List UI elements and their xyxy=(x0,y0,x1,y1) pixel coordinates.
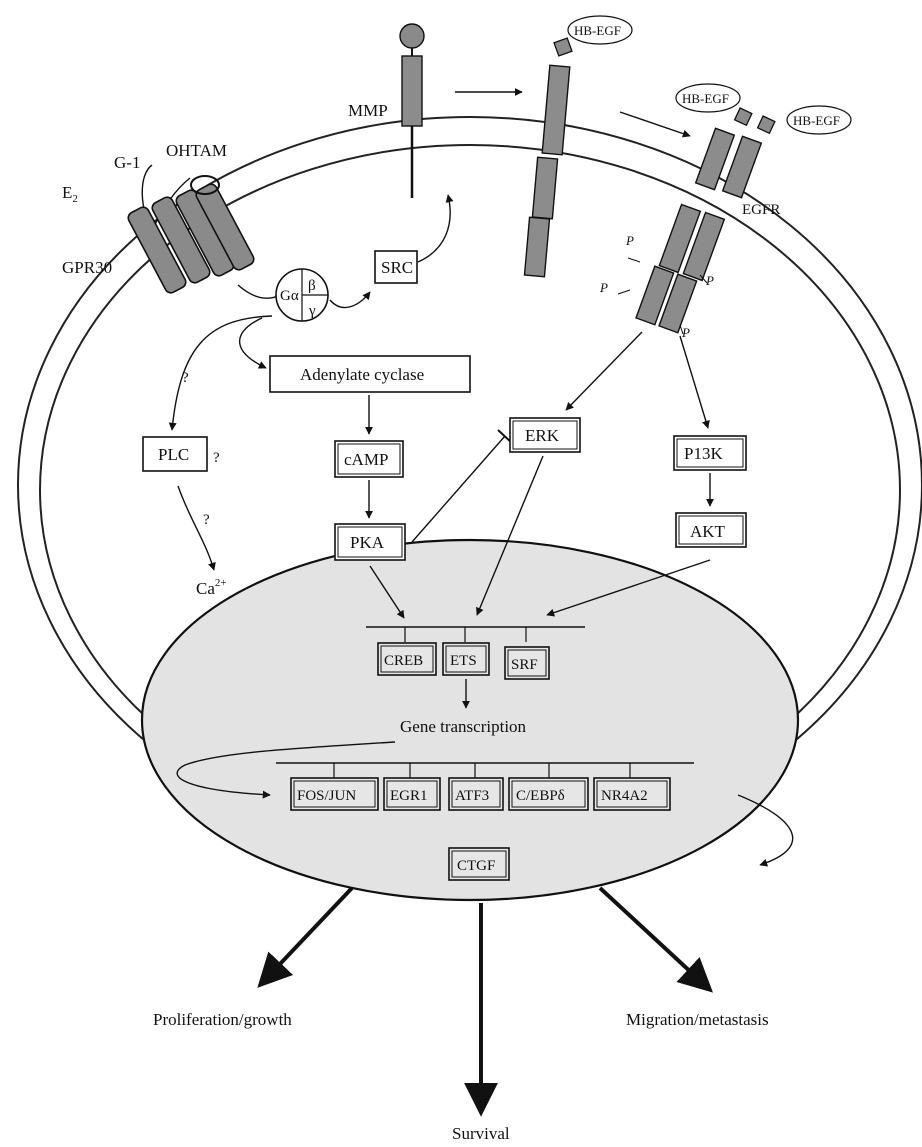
arrow-to-proliferation xyxy=(262,888,352,983)
migration-label: Migration/metastasis xyxy=(626,1010,769,1029)
arrow-hbegf-to-egfr xyxy=(620,112,690,136)
g-alpha-label: Gα xyxy=(280,288,299,304)
survival-label: Survival xyxy=(452,1124,510,1143)
pka-label: PKA xyxy=(350,533,385,552)
adenylate-cyclase-label: Adenylate cyclase xyxy=(300,365,424,384)
hb-egf-label-1: HB-EGF xyxy=(574,23,621,38)
gpr30-label: GPR30 xyxy=(62,258,112,277)
hb-egf-label-2: HB-EGF xyxy=(682,91,729,106)
pro-hb-egf xyxy=(525,38,572,277)
phospho-label-4: P xyxy=(681,325,690,340)
arrow-src-to-mmp xyxy=(418,195,450,262)
arrow-gprotein-to-ac xyxy=(240,318,266,368)
hb-egf-label-3: HB-EGF xyxy=(793,113,840,128)
creb-label: CREB xyxy=(384,653,423,669)
gene-transcription-label: Gene transcription xyxy=(400,717,527,736)
e2-label: E2 xyxy=(62,183,78,205)
plc-label: PLC xyxy=(158,445,189,464)
akt-label: AKT xyxy=(690,522,726,541)
arrow-to-migration xyxy=(600,888,708,988)
egr1-label: EGR1 xyxy=(390,788,428,804)
ohtam-label: OHTAM xyxy=(166,141,227,160)
proliferation-label: Proliferation/growth xyxy=(153,1010,292,1029)
plc-question-2: ? xyxy=(213,450,220,466)
arrow-plc-to-ca xyxy=(178,486,214,570)
inhibition-pka-to-erk xyxy=(412,436,505,542)
phospho-label-3: P xyxy=(705,273,714,288)
arrow-egfr-to-pi3k xyxy=(680,336,708,428)
gamma-label: γ xyxy=(308,303,316,319)
calcium-label: Ca2+ xyxy=(196,577,227,598)
ctgf-label: CTGF xyxy=(457,858,495,874)
egfr-dimer xyxy=(618,108,775,334)
plc-question-1: ? xyxy=(182,370,189,386)
arrow-gprotein-to-src xyxy=(330,292,370,308)
src-label: SRC xyxy=(381,258,413,277)
pi3k-label: P13K xyxy=(684,444,723,463)
fosjun-label: FOS/JUN xyxy=(297,788,356,804)
arrow-egfr-to-erk xyxy=(566,332,642,410)
ets-label: ETS xyxy=(450,653,477,669)
mmp-label: MMP xyxy=(348,101,388,120)
g1-label: G-1 xyxy=(114,153,140,172)
egfr-label: EGFR xyxy=(742,202,780,218)
camp-label: cAMP xyxy=(344,450,388,469)
srf-label: SRF xyxy=(511,657,538,673)
atf3-label: ATF3 xyxy=(455,788,489,804)
mmp-protein xyxy=(400,24,424,198)
phospho-label-2: P xyxy=(599,280,608,295)
phospho-label-1: P xyxy=(625,233,634,248)
erk-label: ERK xyxy=(525,426,560,445)
plc-question-3: ? xyxy=(203,512,210,528)
nr4a2-label: NR4A2 xyxy=(601,788,648,804)
cebpd-label: C/EBPδ xyxy=(516,788,565,804)
beta-label: β xyxy=(308,278,316,294)
receptor-tail xyxy=(238,285,278,298)
